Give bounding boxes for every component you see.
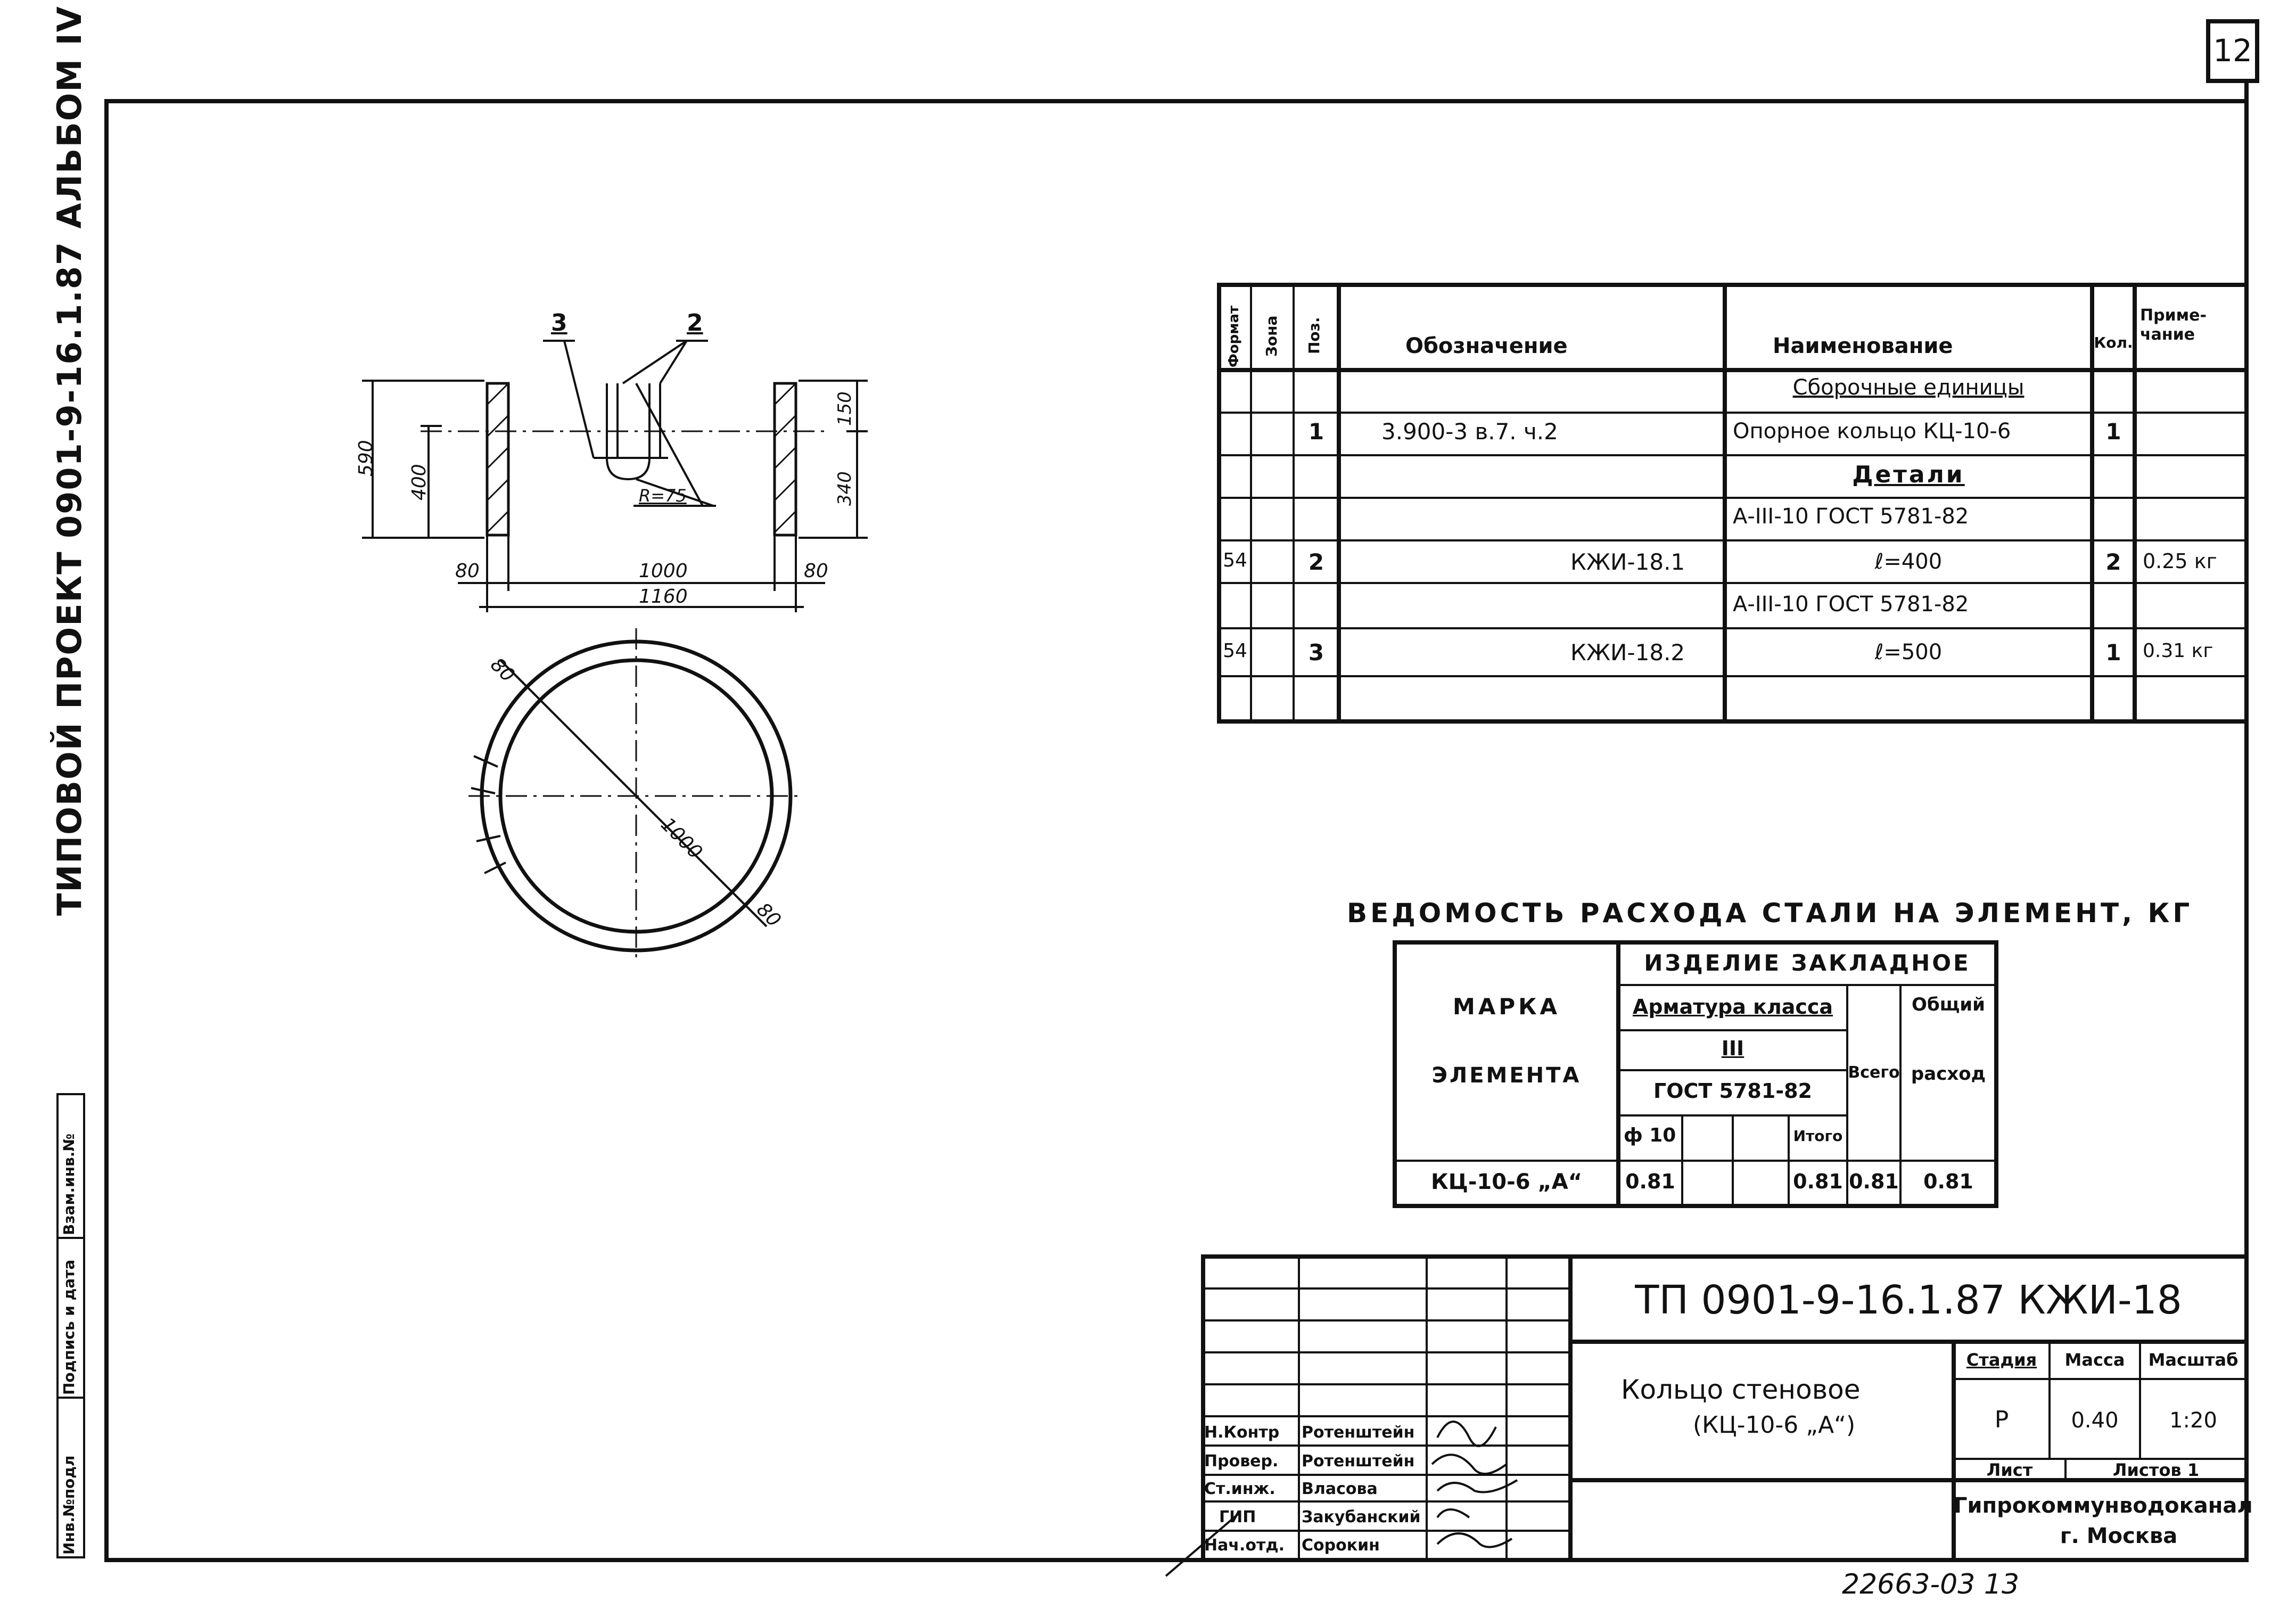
dim-1160: 1160 [639, 586, 688, 608]
dim-80-right: 80 [804, 560, 828, 582]
spec-h-qty: Кол. [2094, 334, 2133, 351]
role-4: Нач.отд. [1204, 1536, 1285, 1555]
sheets-header: Листов 1 [2112, 1460, 2200, 1480]
steel-total-h: Всего [1848, 1063, 1900, 1082]
steel-group: ИЗДЕЛИЕ ЗАКЛАДНОЕ [1644, 950, 1971, 976]
spec-row-1-name: Опорное кольцо КЦ-10-6 [1733, 419, 2011, 444]
spec-h-name: Наименование [1773, 334, 1953, 358]
stage-value: Р [1994, 1406, 2009, 1433]
sheet-header: Лист [1986, 1460, 2033, 1480]
signatures [1431, 1421, 1518, 1548]
role-1: Провер. [1204, 1452, 1279, 1471]
stamp-label-inv: Инв.№подл [60, 1455, 78, 1555]
steel-mark-l2: ЭЛЕМЕНТА [1431, 1063, 1582, 1088]
spec-row-4-note: 0.25 кг [2143, 549, 2217, 573]
spec-row-1-pos: 1 [1308, 418, 1324, 445]
spec-row-3-name: А-III-10 ГОСТ 5781-82 [1733, 504, 1969, 529]
dim-340: 340 [834, 471, 855, 506]
spec-h-zone: Зона [1263, 315, 1280, 357]
person-2: Власова [1302, 1480, 1378, 1498]
role-3: ГИП [1219, 1508, 1256, 1526]
ring-plan-view [468, 628, 804, 964]
spec-row-6-note: 0.31 кг [2143, 640, 2213, 662]
spec-h-pos: Поз. [1305, 317, 1323, 354]
ring-section-view [362, 340, 868, 612]
steel-row-common: 0.81 [1923, 1170, 1973, 1193]
spec-row-1-des: 3.900-3 в.7. ч.2 [1381, 418, 1558, 445]
spec-row-6-qty: 1 [2105, 639, 2121, 666]
steel-mark-l1: МАРКА [1453, 994, 1560, 1020]
leader-2: 2 [687, 309, 703, 336]
mass-header: Масса [2064, 1350, 2125, 1370]
side-stamp-box [56, 1093, 85, 1558]
steel-common-l2: расход [1911, 1063, 1986, 1085]
project-side-title: ТИПОВОЙ ПРОЕКТ 0901-9-16.1.87 АЛЬБОМ IV [50, 5, 89, 916]
steel-row-total: 0.81 [1849, 1170, 1899, 1193]
dim-150: 150 [834, 391, 855, 426]
spec-row-6-fmt: 54 [1223, 640, 1247, 662]
spec-row-0-name: Сборочные единицы [1792, 375, 2025, 400]
doc-name-l1: Кольцо стеновое [1621, 1374, 1861, 1405]
spec-row-4-des: КЖИ-18.1 [1570, 549, 1685, 575]
spec-row-6-name: ℓ=500 [1874, 640, 1943, 664]
page-number: 12 [2213, 32, 2252, 69]
steel-class: III [1721, 1037, 1744, 1060]
archive-number: 22663-03 13 [1842, 1569, 2020, 1600]
steel-row-mark: КЦ-10-6 „А“ [1431, 1170, 1582, 1194]
steel-gost: ГОСТ 5781-82 [1653, 1079, 1812, 1103]
spec-row-4-pos: 2 [1308, 549, 1324, 575]
spec-row-4-fmt: 54 [1223, 549, 1247, 571]
org-l1: Гипрокоммунводоканал [1954, 1493, 2253, 1518]
spec-row-1-qty: 1 [2105, 418, 2121, 445]
steel-title: ВЕДОМОСТЬ РАСХОДА СТАЛИ НА ЭЛЕМЕНТ, КГ [1347, 898, 2193, 929]
steel-table-lines [1393, 940, 1998, 1208]
mass-value: 0.40 [2071, 1408, 2119, 1433]
page-number-box [2206, 19, 2259, 83]
dim-590: 590 [355, 440, 377, 477]
scale-value: 1:20 [2169, 1408, 2217, 1433]
stamp-label-sign: Подпись и дата [60, 1259, 78, 1395]
person-0: Ротенштейн [1302, 1423, 1415, 1442]
spec-row-6-pos: 3 [1308, 639, 1324, 666]
stamp-label-replace: Взам.инв.№ [60, 1133, 78, 1235]
person-1: Ротенштейн [1302, 1452, 1415, 1471]
role-2: Ст.инж. [1204, 1480, 1275, 1498]
steel-phi-h: ф 10 [1624, 1124, 1676, 1146]
steel-common-l1: Общий [1912, 994, 1985, 1015]
title-block-lines [1165, 1254, 2249, 1577]
person-3: Закубанский [1302, 1508, 1421, 1526]
spec-row-4-name: ℓ=400 [1874, 549, 1943, 574]
radius-label: R=75 [639, 486, 687, 506]
steel-row-itogo: 0.81 [1793, 1170, 1843, 1193]
dim-80-left: 80 [455, 560, 480, 582]
leader-3: 3 [551, 309, 567, 336]
person-4: Сорокин [1302, 1536, 1380, 1555]
steel-itogo-h: Итого [1793, 1127, 1843, 1145]
doc-code: ТП 0901-9-16.1.87 КЖИ-18 [1635, 1277, 2182, 1323]
org-l2: г. Москва [2060, 1524, 2178, 1548]
dim-400: 400 [408, 464, 430, 500]
spec-row-6-des: КЖИ-18.2 [1570, 639, 1685, 666]
role-0: Н.Контр [1204, 1423, 1280, 1442]
doc-name-l2: (КЦ-10-6 „А“) [1693, 1411, 1856, 1439]
spec-h-designation: Обозначение [1405, 334, 1568, 358]
spec-row-2-name: Детали [1852, 461, 1965, 488]
spec-row-4-qty: 2 [2105, 549, 2121, 575]
steel-row-phi: 0.81 [1625, 1170, 1675, 1193]
spec-h-format: Формат [1226, 305, 1242, 367]
stage-header: Стадия [1966, 1350, 2037, 1370]
steel-armature: Арматура класса [1632, 995, 1833, 1019]
spec-row-5-name: А-III-10 ГОСТ 5781-82 [1733, 592, 1969, 617]
spec-table-lines [1217, 283, 2249, 724]
dim-1000: 1000 [639, 560, 688, 582]
spec-h-note: Приме-чание [2140, 306, 2207, 344]
scale-header: Масштаб [2148, 1350, 2239, 1370]
